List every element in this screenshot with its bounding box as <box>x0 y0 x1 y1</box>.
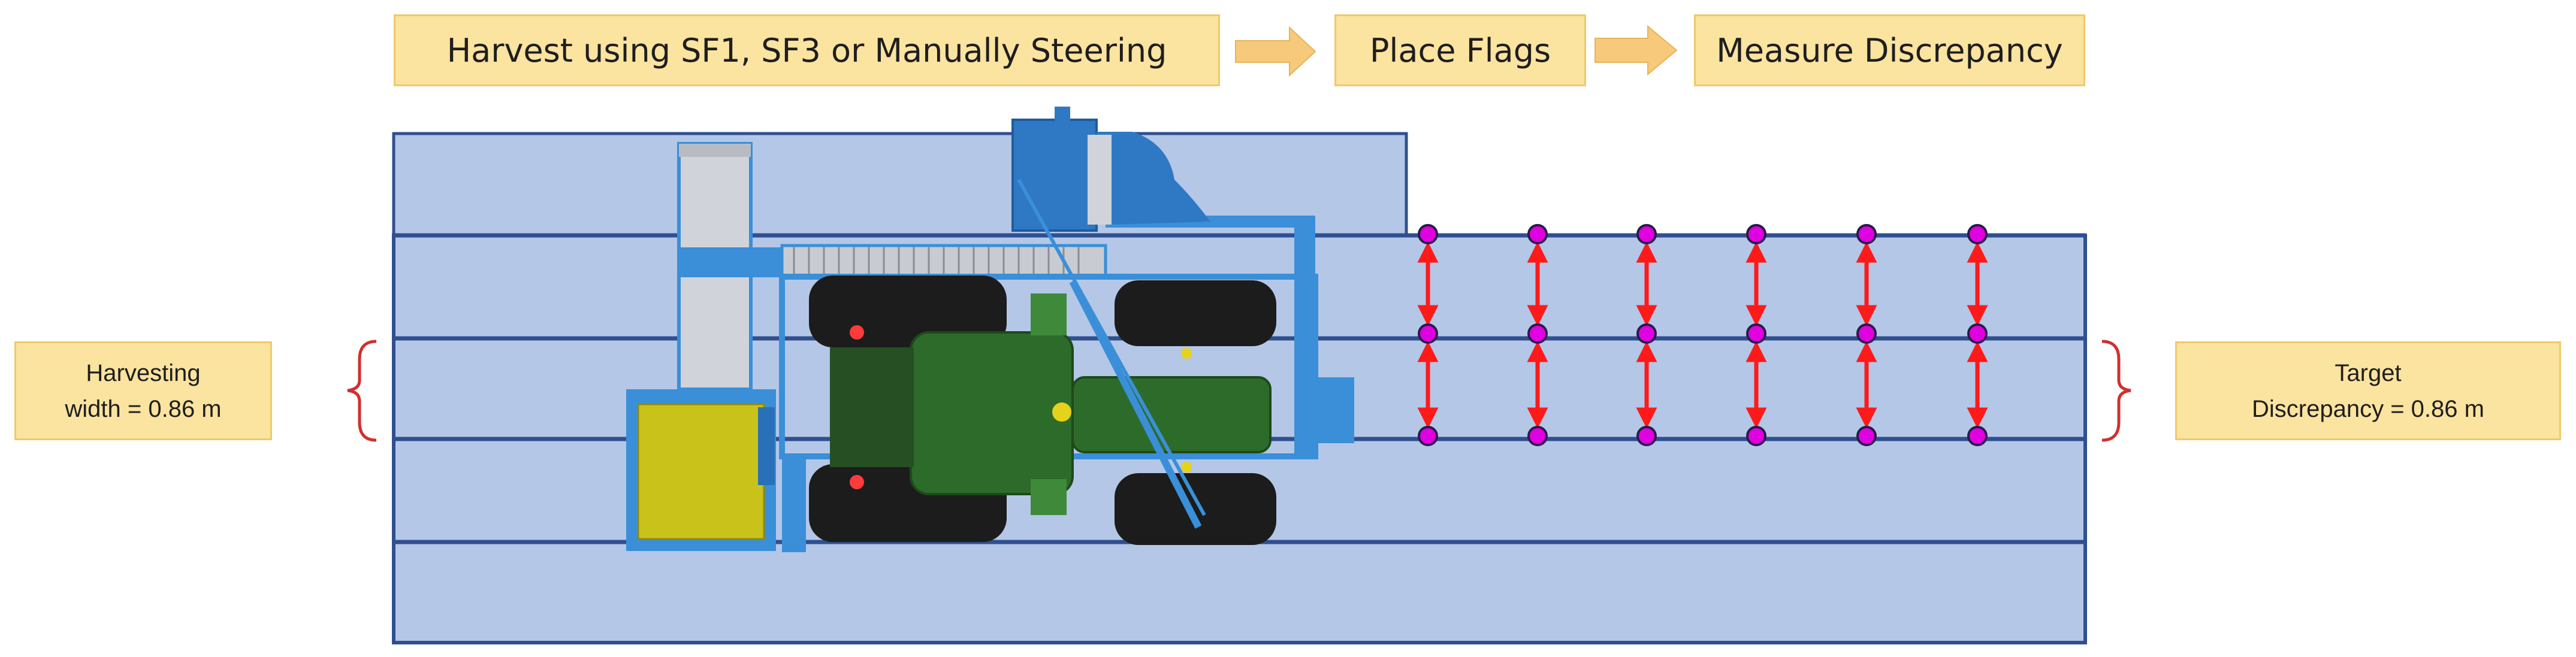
flag-marker <box>1527 426 1548 446</box>
flag-marker <box>1967 426 1988 446</box>
step-measure-label: Measure Discrepancy <box>1716 31 2063 69</box>
flag-marker <box>1636 323 1657 344</box>
harvesting-width-line2: width = 0.86 m <box>65 395 222 422</box>
tractor <box>809 178 1276 545</box>
flag-marker <box>1856 426 1877 446</box>
step-harvest-label: Harvest using SF1, SF3 or Manually Steer… <box>446 31 1167 69</box>
flag-marker <box>1418 323 1438 344</box>
flags-layer <box>1417 224 1988 446</box>
flag-marker <box>1418 224 1438 244</box>
workflow-arrow-1 <box>1235 26 1316 77</box>
step-place-flags-label: Place Flags <box>1369 31 1551 69</box>
target-discrepancy-line1: Target <box>2335 359 2402 386</box>
step-harvest-box: Harvest using SF1, SF3 or Manually Steer… <box>394 14 1220 86</box>
flag-marker <box>1636 426 1657 446</box>
workflow-arrow-2 <box>1594 25 1678 76</box>
flag-marker <box>1746 426 1766 446</box>
harvester <box>626 107 1354 552</box>
tractor-cab <box>910 331 1074 495</box>
tractor-hood <box>1071 376 1272 453</box>
harvesting-width-bracket <box>347 340 377 442</box>
flag-marker <box>1746 323 1766 344</box>
target-discrepancy-bracket <box>2101 340 2131 442</box>
step-measure-box: Measure Discrepancy <box>1694 14 2085 86</box>
step-place-flags-box: Place Flags <box>1334 14 1586 86</box>
flag-marker <box>1967 224 1988 244</box>
flag-marker <box>1527 323 1548 344</box>
flag-marker <box>1856 224 1877 244</box>
flag-marker <box>1418 426 1438 446</box>
flag-marker <box>1856 323 1877 344</box>
flag-marker <box>1527 224 1548 244</box>
spout <box>1011 119 1098 232</box>
flag-marker <box>1746 224 1766 244</box>
harvesting-width-line1: Harvesting <box>86 359 201 386</box>
harvesting-width-label: Harvesting width = 0.86 m <box>14 341 272 440</box>
target-discrepancy-line2: Discrepancy = 0.86 m <box>2252 395 2484 422</box>
flag-marker <box>1967 323 1988 344</box>
flag-marker <box>1636 224 1657 244</box>
target-discrepancy-label: Target Discrepancy = 0.86 m <box>2175 341 2561 440</box>
